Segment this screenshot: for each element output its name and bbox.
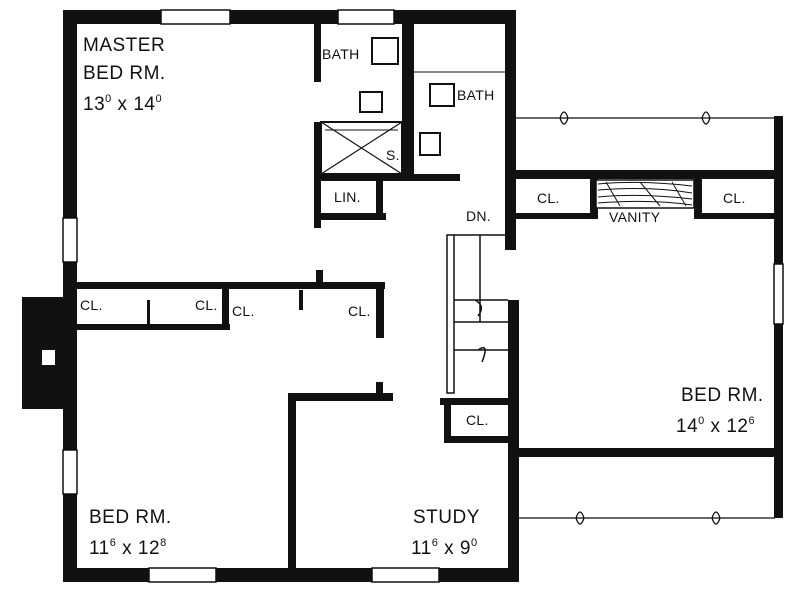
shower-label: S. bbox=[386, 147, 400, 163]
window-bottom-2 bbox=[371, 567, 440, 583]
wing-rails bbox=[516, 111, 775, 525]
linen-closet-label: LIN. bbox=[334, 189, 361, 205]
master-bedroom-name-2: BED RM. bbox=[83, 63, 166, 84]
vanity-counter bbox=[595, 179, 695, 209]
study-name: STUDY bbox=[413, 507, 480, 528]
window-right bbox=[773, 263, 784, 325]
stair-down-label: DN. bbox=[466, 208, 492, 224]
master-bedroom-dimensions: 130 x 140 bbox=[83, 93, 163, 115]
tub bbox=[320, 121, 403, 175]
wall-bottom-left bbox=[63, 568, 149, 582]
wing-right-wall-a bbox=[774, 116, 783, 264]
wall-left-lower bbox=[63, 494, 77, 582]
wing-right-wall-b bbox=[774, 324, 783, 518]
bedroom-right-dimensions: 140 x 126 bbox=[676, 415, 756, 437]
bedroom-left-name: BED RM. bbox=[89, 507, 172, 528]
window-panels bbox=[62, 9, 784, 583]
sink-1 bbox=[371, 37, 399, 65]
closet-label-vanity-right: CL. bbox=[723, 190, 746, 206]
closet-label-vanity-left: CL. bbox=[537, 190, 560, 206]
wall-right-upper bbox=[505, 10, 516, 250]
chimney bbox=[22, 297, 67, 409]
stairs bbox=[446, 234, 508, 394]
interior-walls bbox=[70, 22, 780, 573]
sink-2 bbox=[419, 132, 441, 156]
wall-top-left bbox=[63, 10, 161, 24]
window-left-1 bbox=[62, 217, 78, 263]
bath-label-2: BATH bbox=[457, 87, 495, 103]
closet-label-left-1: CL. bbox=[80, 297, 103, 313]
closet-label-mid-2: CL. bbox=[348, 303, 371, 319]
wing-top-wall bbox=[508, 170, 782, 179]
closet-label-mid-1: CL. bbox=[232, 303, 255, 319]
bath-fixtures bbox=[320, 37, 505, 175]
bedroom-left-dimensions: 116 x 128 bbox=[89, 537, 167, 559]
chimney-flue bbox=[42, 350, 55, 365]
wall-top-mid bbox=[230, 10, 338, 24]
bath-label-1: BATH bbox=[322, 46, 360, 62]
wall-bottom-right bbox=[439, 568, 519, 582]
bedroom-right-name: BED RM. bbox=[681, 385, 764, 406]
toilet-1 bbox=[359, 91, 383, 113]
wall-left-upper bbox=[63, 10, 77, 218]
master-bedroom-name-1: MASTER bbox=[83, 35, 166, 56]
window-top-1 bbox=[160, 9, 231, 25]
toilet-2 bbox=[429, 83, 455, 107]
study-dimensions: 116 x 90 bbox=[411, 537, 478, 559]
vanity-label: VANITY bbox=[609, 209, 661, 225]
window-left-2 bbox=[62, 449, 78, 495]
window-bottom-1 bbox=[148, 567, 217, 583]
wall-top-right bbox=[394, 10, 516, 24]
wing-bottom-wall bbox=[516, 448, 782, 457]
window-top-2 bbox=[337, 9, 395, 25]
closet-label-left-2: CL. bbox=[195, 297, 218, 313]
closet-label-stair: CL. bbox=[466, 412, 489, 428]
exterior-walls bbox=[63, 10, 783, 582]
wall-bottom-mid bbox=[216, 568, 372, 582]
